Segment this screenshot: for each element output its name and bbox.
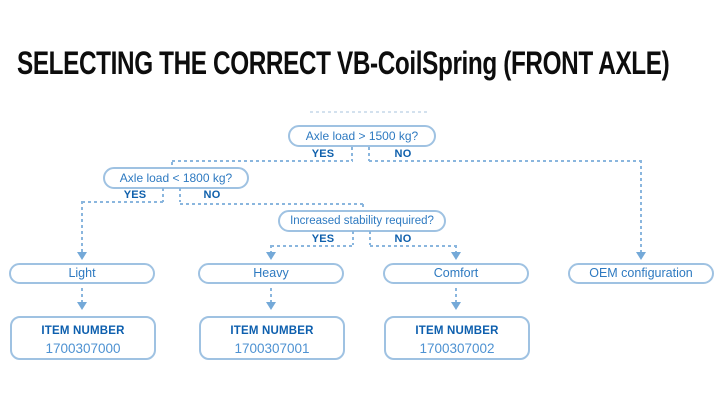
arrow-down-icon xyxy=(266,252,276,260)
decision3-yes-label: YES xyxy=(311,233,335,245)
page-title: SELECTING THE CORRECT VB-CoilSpring (FRO… xyxy=(17,45,670,81)
decision3-yes-connector xyxy=(271,245,353,247)
outcome-light: Light xyxy=(9,263,155,284)
item-number-box-light: ITEM NUMBER 1700307000 xyxy=(10,316,156,360)
decision-axle-load-1800: Axle load < 1800 kg? xyxy=(103,167,249,189)
decision2-yes-drop-connector xyxy=(81,201,83,252)
comfort-item-connector xyxy=(455,288,457,303)
decision2-yes-stub-connector xyxy=(162,188,164,202)
item-number-heading: ITEM NUMBER xyxy=(230,325,314,337)
decision1-no-drop-connector xyxy=(640,160,642,252)
decision2-yes-connector xyxy=(82,201,163,203)
decision3-no-label: NO xyxy=(394,233,412,245)
faint-dashed-line xyxy=(310,111,428,113)
arrow-down-icon xyxy=(266,302,276,310)
decision2-yes-label: YES xyxy=(123,189,147,201)
decision1-yes-connector xyxy=(172,160,353,162)
decision3-no-stub-connector xyxy=(369,231,371,245)
heavy-item-connector xyxy=(270,288,272,303)
outcome-comfort: Comfort xyxy=(383,263,529,284)
item-number-heading: ITEM NUMBER xyxy=(415,325,499,337)
item-number-value: 1700307000 xyxy=(45,341,121,356)
decision3-yes-stub-connector xyxy=(352,231,354,245)
decision2-no-label: NO xyxy=(203,189,221,201)
light-item-connector xyxy=(81,288,83,303)
decision2-no-connector xyxy=(180,203,363,205)
arrow-down-icon xyxy=(636,252,646,260)
arrow-down-icon xyxy=(451,302,461,310)
decision1-yes-drop-connector xyxy=(171,162,173,167)
item-number-box-comfort: ITEM NUMBER 1700307002 xyxy=(384,316,530,360)
decision2-no-drop-connector xyxy=(362,204,364,210)
decision1-no-connector xyxy=(369,160,642,162)
decision3-no-connector xyxy=(370,245,456,247)
arrow-down-icon xyxy=(77,302,87,310)
item-number-value: 1700307002 xyxy=(419,341,495,356)
decision1-yes-stub-connector xyxy=(351,147,353,161)
outcome-oem-configuration: OEM configuration xyxy=(568,263,714,284)
decision1-yes-label: YES xyxy=(311,148,335,160)
decision1-no-stub-connector xyxy=(368,147,370,161)
decision2-no-stub-connector xyxy=(179,188,181,202)
decision3-no-drop-connector xyxy=(455,245,457,253)
arrow-down-icon xyxy=(77,252,87,260)
item-number-box-heavy: ITEM NUMBER 1700307001 xyxy=(199,316,345,360)
arrow-down-icon xyxy=(451,252,461,260)
decision3-yes-drop-connector xyxy=(270,245,272,253)
item-number-value: 1700307001 xyxy=(234,341,310,356)
decision1-no-label: NO xyxy=(394,148,412,160)
outcome-heavy: Heavy xyxy=(198,263,344,284)
decision-increased-stability: Increased stability required? xyxy=(278,210,446,232)
decision-axle-load-1500: Axle load > 1500 kg? xyxy=(288,125,436,147)
item-number-heading: ITEM NUMBER xyxy=(41,325,125,337)
